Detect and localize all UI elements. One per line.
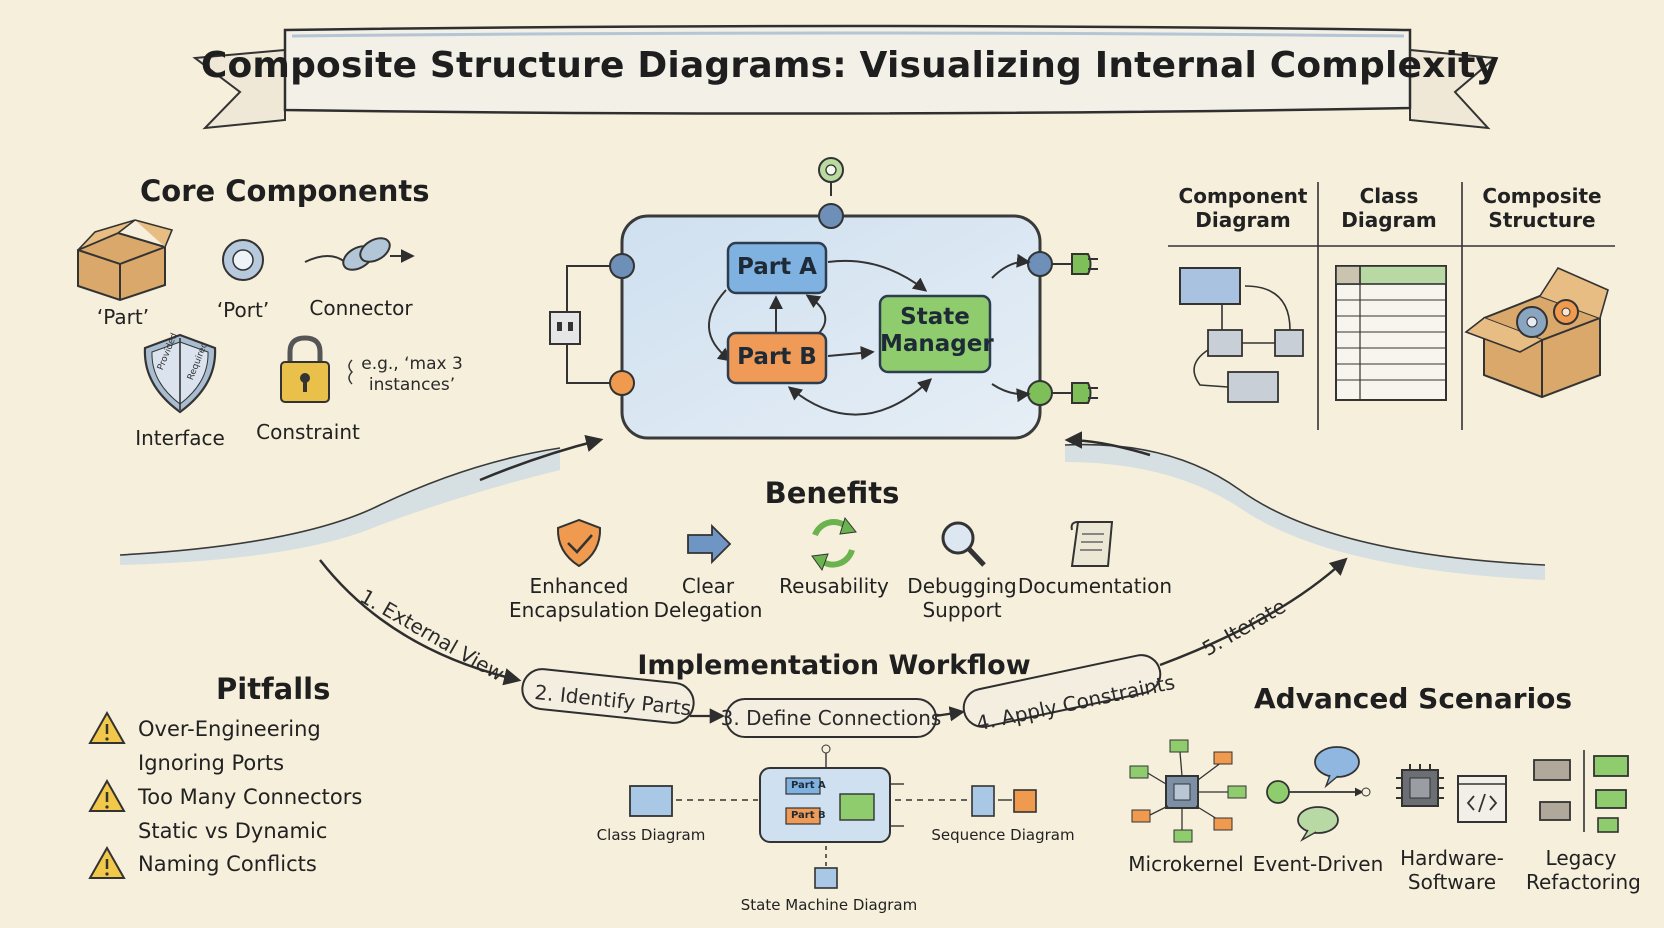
- box-icon: [77, 219, 174, 302]
- step-2-pill: [521, 668, 695, 724]
- part-b-box: [726, 331, 828, 385]
- part-a-label: Part A: [737, 254, 817, 280]
- scenario-legacy-refactoring: Legacy Refactoring: [1526, 846, 1641, 894]
- step-3-pill: [725, 698, 937, 738]
- benefits-heading: Benefits: [764, 476, 900, 510]
- column-class-diagram: Class Diagram: [1341, 184, 1437, 232]
- core-components-heading: Core Components: [140, 174, 430, 208]
- constraint-label: Constraint: [256, 420, 360, 444]
- magnifier-icon: [941, 521, 986, 567]
- scenario-event-driven: Event-Driven: [1252, 852, 1384, 876]
- left-wave-line: [119, 447, 561, 556]
- right-wave: [1065, 444, 1545, 580]
- workflow-end-arrow: [1159, 557, 1348, 667]
- warning-icons: [88, 710, 126, 879]
- mini-part-a-label: Part A: [791, 780, 826, 791]
- benefit-documentation: Documentation: [1017, 574, 1173, 598]
- left-flow-arrow: [479, 434, 604, 482]
- pitfall-item: Naming Conflicts: [138, 852, 317, 876]
- pitfall-item: Over-Engineering: [138, 717, 321, 741]
- connector-icon: [304, 237, 415, 271]
- composite-container: [549, 157, 1098, 440]
- workflow-heading: Implementation Workflow: [637, 650, 1031, 681]
- column-component-diagram: Component Diagram: [1178, 184, 1308, 232]
- part-b-label: Part B: [737, 344, 817, 370]
- comparison-table: [1168, 182, 1615, 430]
- constraint-example: e.g., ‘max 3 instances’: [361, 354, 463, 395]
- left-wave: [120, 448, 560, 565]
- benefit-delegation: Clear Delegation: [653, 574, 763, 622]
- workflow-step-3: 3. Define Connections: [720, 706, 942, 730]
- step-4-pill: [962, 654, 1162, 728]
- recycle-icon: [811, 516, 857, 572]
- state-manager-box: [878, 294, 992, 374]
- benefit-encapsulation: Enhanced Encapsulation: [509, 574, 650, 622]
- right-wave-line: [1064, 443, 1546, 566]
- hardware-software-icon: [1396, 764, 1507, 823]
- page-title: Composite Structure Diagrams: Visualizin…: [200, 45, 1500, 86]
- port-label: ‘Port’: [216, 298, 270, 322]
- advanced-heading: Advanced Scenarios: [1254, 682, 1573, 715]
- part-a-box: [726, 241, 828, 295]
- legacy-refactoring-icon: [1533, 750, 1629, 833]
- pitfall-item: Static vs Dynamic: [138, 819, 328, 843]
- right-flow-arrow: [1064, 431, 1151, 457]
- event-driven-icon: [1266, 746, 1371, 842]
- pitfall-item: Too Many Connectors: [138, 785, 363, 809]
- port-icon: [222, 239, 264, 281]
- state-manager-label: State Manager: [880, 304, 994, 357]
- microkernel-icon: [1129, 739, 1247, 843]
- scenario-microkernel: Microkernel: [1128, 852, 1244, 876]
- related-sequence-diagram: Sequence Diagram: [931, 826, 1075, 844]
- shield-check-icon: [556, 518, 602, 568]
- column-composite-structure: Composite Structure: [1482, 184, 1602, 232]
- pitfalls-heading: Pitfalls: [216, 672, 331, 706]
- arrow-right-icon: [687, 523, 732, 565]
- interface-shield-icon: [143, 333, 217, 414]
- scenario-hardware-software: Hardware-Software: [1400, 846, 1504, 894]
- related-state-machine: State Machine Diagram: [740, 896, 918, 914]
- part-label: ‘Part’: [96, 305, 150, 329]
- mini-part-b-label: Part B: [791, 810, 826, 821]
- benefit-debugging: Debugging Support: [907, 574, 1017, 622]
- pitfall-item: Ignoring Ports: [138, 751, 285, 775]
- related-diagrams: [629, 744, 1037, 889]
- title-banner: [192, 24, 1498, 130]
- padlock-icon: [280, 335, 353, 403]
- benefit-reusability: Reusability: [779, 574, 889, 598]
- connector-label: Connector: [309, 296, 413, 320]
- scroll-icon: [1070, 521, 1114, 567]
- related-class-diagram: Class Diagram: [596, 826, 706, 844]
- interface-label: Interface: [135, 426, 225, 450]
- workflow-start-arrow: [319, 559, 522, 686]
